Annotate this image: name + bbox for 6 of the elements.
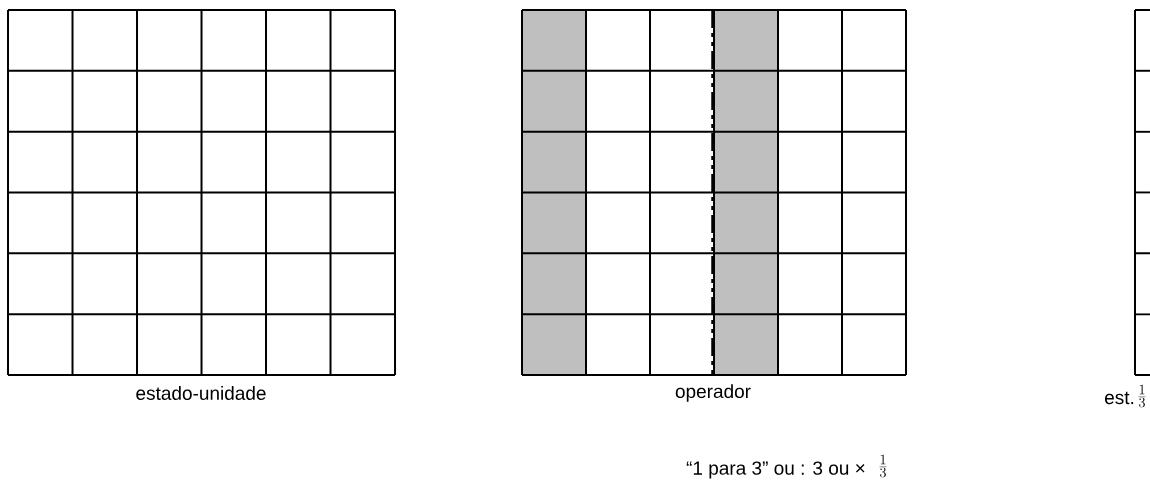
grid-caption: estado-unidade (136, 386, 266, 400)
grid-caption: est. (1105, 391, 1134, 405)
fraction: $\frac{1}{3}$ (879, 454, 887, 478)
grid-caption: operador (675, 384, 751, 402)
operator-caption: “1 para 3” ou : 3 ou × (686, 461, 865, 479)
fraction: $\frac{1}{3}$ (1138, 384, 1146, 408)
